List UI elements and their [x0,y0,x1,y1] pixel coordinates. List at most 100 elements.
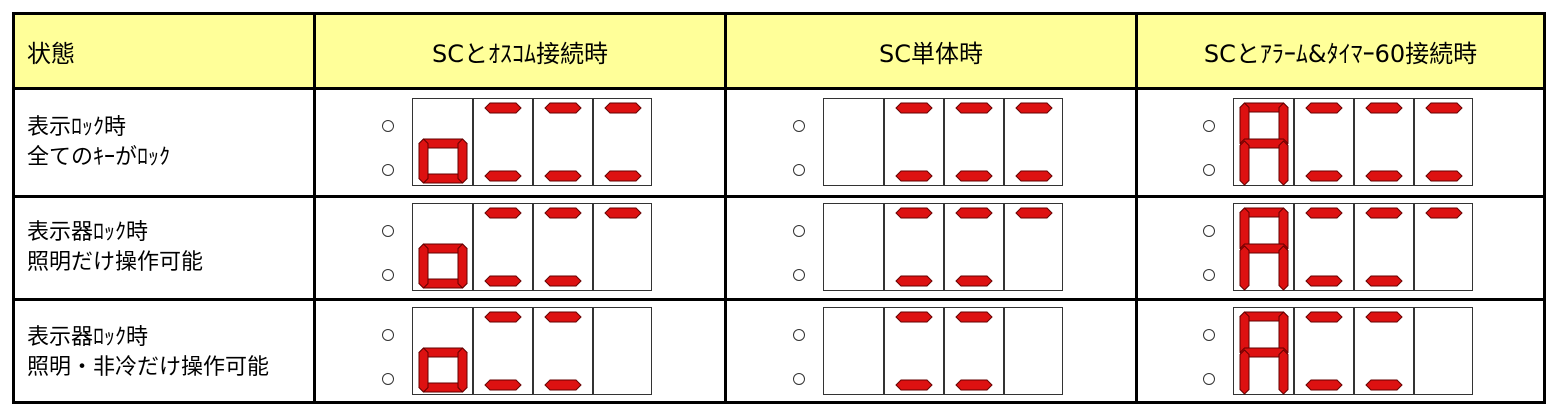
digit-dash-icon [484,311,522,391]
digit-dash-icon [544,311,582,391]
segment-top [1365,311,1403,323]
digit-divider [1003,204,1005,290]
digit-dash-icon [484,207,522,287]
segment-bottom [1365,379,1403,391]
seven-segment-display [823,203,1063,291]
indicator-dot-icon [1203,269,1215,281]
row-label-line: 照明だけ操作可能 [27,250,204,275]
indicator-dot-icon [793,329,805,341]
segment-top [544,207,582,219]
indicator-dot-icon [1203,120,1215,132]
seven-segment-display [412,307,652,395]
header-sc-standalone-label: SC単体時 [879,39,983,68]
digit-dash-icon [1365,207,1403,287]
segment-e [1239,140,1250,186]
seven-segment-digit-icon [1414,204,1474,292]
seven-segment-digit-icon [1004,204,1064,292]
digit-dash-icon [544,102,582,182]
digit-dash-icon [1365,102,1403,182]
digit-dash-icon [1305,102,1343,182]
seven-segment-digit-icon [884,204,944,292]
indicator-dot-icon [382,225,394,237]
column-divider [313,15,316,401]
segment-top [1015,207,1053,219]
segment-bottom [1305,379,1343,391]
segment-top [895,207,933,219]
seven-segment-digit-icon [533,308,593,396]
segment-e [418,138,429,184]
seven-segment-digit-icon [1004,99,1064,187]
segment-bottom [544,275,582,287]
seven-segment-digit-icon [1294,204,1354,292]
seven-segment-digit-icon [473,99,533,187]
segment-bottom [604,170,642,182]
segment-top [1015,102,1053,114]
digit-divider [883,99,885,185]
seven-segment-digit-icon [593,308,653,396]
digit-divider [943,308,945,394]
seven-segment-digit-icon [1234,204,1294,292]
digit-dash-icon [1015,207,1053,219]
segment-bottom [1015,170,1053,182]
indicator-dot-icon [1203,329,1215,341]
row-divider [15,298,1543,301]
seven-segment-digit-icon [473,308,533,396]
segment-bottom [1305,170,1343,182]
row-label-3: 表示器ﾛｯｸ時 照明・非冷だけ操作可能 [15,301,313,404]
segment-bottom [895,170,933,182]
segment-c [1278,245,1289,291]
seven-segment-display [823,98,1063,186]
seven-segment-digit-icon [1234,99,1294,187]
segment-top [1425,102,1463,114]
seven-segment-display [1233,203,1473,291]
digit-divider [1413,308,1415,394]
seven-segment-digit-icon [593,204,653,292]
segment-c [457,138,468,184]
seven-segment-display [412,203,652,291]
seven-segment-digit-icon [1354,204,1414,292]
indicator-dot-icon [382,164,394,176]
digit-dash-icon [604,102,642,182]
digit-o-icon [418,138,468,184]
seven-segment-digit-icon [413,204,473,292]
digit-divider [532,99,534,185]
seven-segment-digit-icon [413,99,473,187]
seven-segment-display [1233,307,1473,395]
indicator-dot-icon [793,373,805,385]
seven-segment-digit-icon [533,99,593,187]
digit-divider [532,204,534,290]
digit-a-icon [1239,102,1289,186]
segment-bottom [955,275,993,287]
seven-segment-digit-icon [944,99,1004,187]
row-divider [15,87,1543,90]
digit-dash-icon [604,207,642,219]
header-sc-osucom: SCとｵｽｺﾑ接続時 [316,15,724,87]
header-state: 状態 [15,15,313,87]
digit-dash-icon [895,207,933,287]
digit-dash-icon [955,207,993,287]
seven-segment-digit-icon [1234,308,1294,396]
column-divider [724,15,727,401]
seven-segment-digit-icon [473,204,533,292]
seven-segment-digit-icon [533,204,593,292]
digit-divider [943,204,945,290]
segment-top [604,102,642,114]
header-sc-osucom-label: SCとｵｽｺﾑ接続時 [432,39,608,68]
digit-divider [883,204,885,290]
digit-o-icon [418,347,468,393]
digit-divider [532,308,534,394]
segment-top [955,207,993,219]
segment-bottom [1365,170,1403,182]
segment-e [1239,349,1250,395]
segment-bottom [895,275,933,287]
indicator-dot-icon [1203,225,1215,237]
seven-segment-digit-icon [944,308,1004,396]
digit-o-icon [418,243,468,289]
indicator-dot-icon [382,373,394,385]
digit-divider [1293,99,1295,185]
seven-segment-digit-icon [1294,99,1354,187]
segment-bottom [484,275,522,287]
segment-bottom [1305,275,1343,287]
digit-divider [592,204,594,290]
segment-top [1305,207,1343,219]
